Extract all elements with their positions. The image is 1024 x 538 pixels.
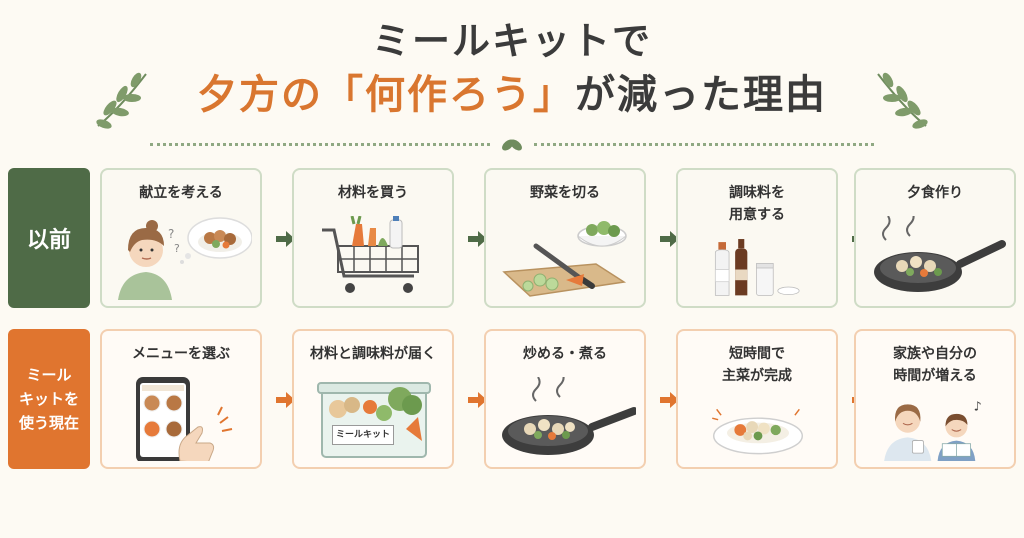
step-main-dish-done: 短時間で 主菜が完成	[676, 329, 838, 469]
step-label: 夕食作り	[907, 185, 963, 201]
step-label: メニューを選ぶ	[132, 346, 230, 362]
step-kit-delivered: 材料と調味料が届く ミールキット	[292, 329, 454, 469]
smartphone-menu-icon	[136, 377, 233, 461]
family-time-icon: ♪	[884, 399, 982, 461]
row-label-before: 以前	[8, 168, 90, 308]
right-sprig-icon	[877, 72, 928, 129]
step-more-free-time: 家族や自分の 時間が増える ♪	[854, 329, 1016, 469]
title-rest: が減った理由	[575, 72, 827, 118]
finished-dish-icon	[712, 408, 804, 455]
arrow-right-icon	[468, 231, 487, 247]
step-label-line1: 調味料を	[729, 185, 785, 201]
svg-text:♪: ♪	[974, 399, 982, 414]
step-label-line2: 主菜が完成	[722, 368, 792, 384]
step-label-line2: 用意する	[729, 207, 785, 223]
row-label-line1: ミール	[26, 366, 72, 384]
step-label: 調味料を 用意する	[678, 182, 836, 226]
step-label: 材料と調味料が届く	[310, 346, 436, 362]
step-label: 短時間で 主菜が完成	[678, 343, 836, 387]
step-label-line2: 時間が増える	[893, 368, 977, 384]
svg-text:?: ?	[174, 242, 180, 255]
step-label-line1: 家族や自分の	[893, 346, 977, 362]
meal-kit-box-label: ミールキット	[332, 425, 394, 445]
frying-pan-icon	[502, 377, 636, 455]
arrow-right-icon	[276, 392, 295, 408]
seasoning-bottles-icon	[714, 239, 800, 296]
left-dotted-divider	[150, 143, 490, 146]
thinking-woman-icon: ? ?	[118, 217, 252, 300]
arrow-right-icon	[276, 231, 295, 247]
step-label: 家族や自分の 時間が増える	[856, 343, 1014, 387]
cutting-board-icon	[502, 221, 627, 297]
step-label: 材料を買う	[338, 185, 408, 201]
meal-kit-box-icon: ミールキット	[304, 369, 444, 461]
step-cut-vegetables: 野菜を切る	[484, 168, 646, 308]
step-prepare-seasonings: 調味料を 用意する	[676, 168, 838, 308]
step-cook-dinner: 夕食作り	[854, 168, 1016, 308]
title-accent: 夕方の「何作ろう」	[197, 72, 575, 118]
step-label: 野菜を切る	[530, 185, 600, 201]
arrow-right-icon	[468, 392, 487, 408]
left-sprig-icon	[96, 72, 147, 129]
row-after: ミール キットを 使う現在 メニューを選ぶ 材料と調味料が届く	[8, 327, 1016, 471]
arrow-right-icon	[660, 231, 679, 247]
step-choose-menu: メニューを選ぶ	[100, 329, 262, 469]
row-before: 以前 献立を考える ? ? 材料を買う	[8, 166, 1016, 310]
step-plan-menu: 献立を考える ? ?	[100, 168, 262, 308]
title-line2: 夕方の「何作ろう」が減った理由	[0, 68, 1024, 122]
title-line1: ミールキットで	[371, 19, 652, 63]
shopping-cart-icon	[322, 216, 419, 293]
svg-text:?: ?	[168, 227, 174, 241]
arrow-right-icon	[660, 392, 679, 408]
row-label-after: ミール キットを 使う現在	[8, 329, 90, 469]
step-label: 献立を考える	[139, 185, 223, 201]
step-label-line1: 短時間で	[729, 346, 785, 362]
row-label-line2: キットを	[18, 390, 79, 408]
step-stir-fry-simmer: 炒める・煮る	[484, 329, 646, 469]
center-leaf-icon	[502, 139, 522, 151]
frying-pan-icon	[874, 216, 1006, 292]
row-label-line3: 使う現在	[18, 414, 79, 432]
step-buy-ingredients: 材料を買う	[292, 168, 454, 308]
title: ミールキットで 夕方の「何作ろう」が減った理由	[0, 18, 1024, 122]
step-label: 炒める・煮る	[523, 346, 607, 362]
right-dotted-divider	[534, 143, 874, 146]
